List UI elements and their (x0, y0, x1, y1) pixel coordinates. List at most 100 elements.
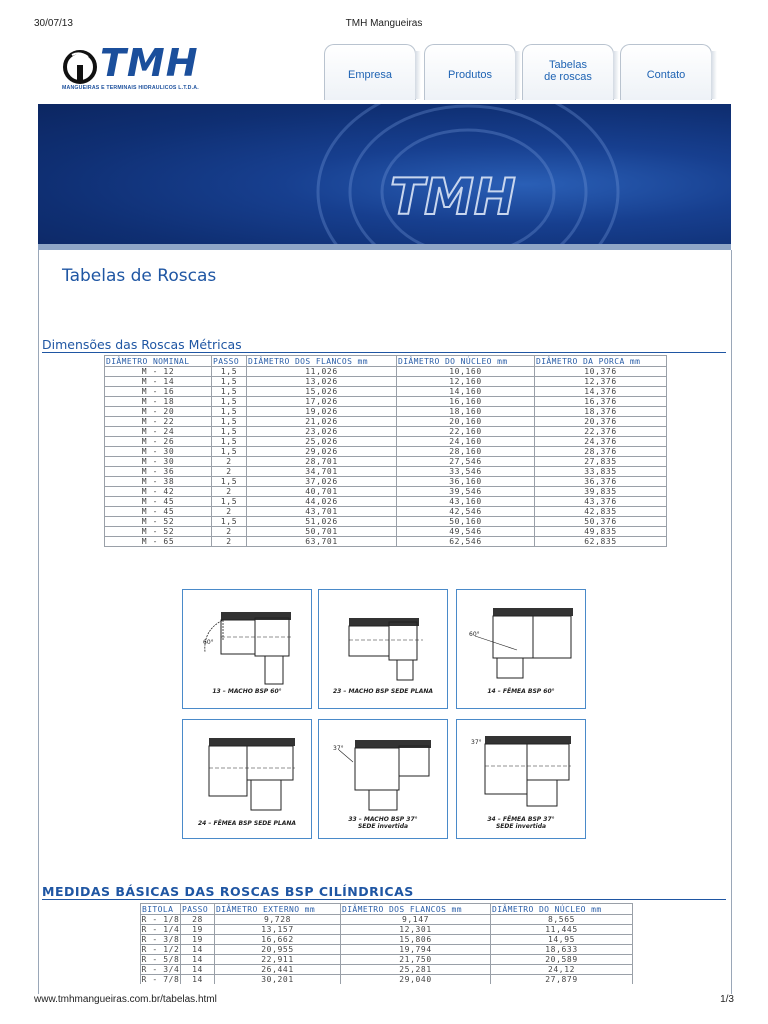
content-frame (38, 250, 732, 994)
print-url: www.tmhmangueiras.com.br/tabelas.html (34, 994, 217, 1005)
print-date: 30/07/13 (34, 18, 73, 29)
table-header-cell: DIÂMETRO DO NÚCLEO mm (396, 355, 535, 367)
figure-femea-bsp-37: 37° 34 – FÊMEA BSP 37° SEDE invertida (456, 719, 586, 839)
table-header-cell: DIÂMETRO DA PORCA mm (534, 355, 667, 367)
nav-tab-contato[interactable]: Contato (620, 44, 717, 100)
figure-caption: 34 – FÊMEA BSP 37° SEDE invertida (487, 816, 555, 830)
figure-femea-bsp-60: 60° 14 – FÊMEA BSP 60° (456, 589, 586, 709)
table-cell: 27,835 (534, 456, 667, 467)
table-cell: M - 45 (104, 496, 212, 507)
table-cell: 22,376 (534, 426, 667, 437)
table-cell: 1,5 (211, 426, 247, 437)
table-cell: 1,5 (211, 516, 247, 527)
bsp-section-title: MEDIDAS BÁSICAS DAS ROSCAS BSP CILÍNDRIC… (42, 884, 726, 900)
print-title: TMH Mangueiras (345, 18, 423, 29)
table-cell: 1,5 (211, 366, 247, 377)
table-cell: 14,376 (534, 386, 667, 397)
table-cell: M - 30 (104, 446, 212, 457)
table-cell: R - 3/8 (140, 934, 181, 945)
table-cell: 43,701 (246, 506, 397, 517)
table-cell: 37,026 (246, 476, 397, 487)
table-cell: 1,5 (211, 406, 247, 417)
table-cell: 27,879 (490, 974, 633, 985)
table-cell: 34,701 (246, 466, 397, 477)
table-cell: 16,376 (534, 396, 667, 407)
table-cell: 26,441 (214, 964, 341, 975)
table-cell: M - 38 (104, 476, 212, 487)
table-cell: 14 (180, 974, 215, 985)
table-cell: 29,040 (340, 974, 491, 985)
print-footer: www.tmhmangueiras.com.br/tabelas.html 1/… (0, 994, 768, 1008)
table-cell: R - 7/8 (140, 974, 181, 985)
table-cell: R - 3/4 (140, 964, 181, 975)
table-cell: 50,160 (396, 516, 535, 527)
table-cell: 20,376 (534, 416, 667, 427)
table-cell: 25,026 (246, 436, 397, 447)
table-cell: 15,806 (340, 934, 491, 945)
nav-tab-produtos[interactable]: Produtos (424, 44, 521, 100)
table-cell: 44,026 (246, 496, 397, 507)
table-header-cell: DIÂMETRO EXTERNO mm (214, 903, 341, 915)
table-cell: R - 1/8 (140, 914, 181, 925)
table-cell: 12,376 (534, 376, 667, 387)
table-cell: M - 42 (104, 486, 212, 497)
figure-angle: 60° (203, 639, 214, 646)
figure-femea-bsp-sede-plana: 24 – FÊMEA BSP SEDE PLANA (182, 719, 312, 839)
figure-angle: 37° (333, 745, 344, 752)
table-cell: 1,5 (211, 416, 247, 427)
hero-banner: TMH (38, 104, 731, 250)
table-cell: 15,026 (246, 386, 397, 397)
table-cell: 10,160 (396, 366, 535, 377)
table-header-cell: DIÂMETRO DO NÚCLEO mm (490, 903, 633, 915)
table-cell: 18,160 (396, 406, 535, 417)
table-cell: 2 (211, 506, 247, 517)
table-header-cell: DIÂMETRO DOS FLANCOS mm (340, 903, 491, 915)
print-page-number: 1/3 (720, 994, 734, 1005)
nav-tab-tabelas[interactable]: Tabelas de roscas (522, 44, 619, 100)
table-cell: M - 14 (104, 376, 212, 387)
table-cell: M - 20 (104, 406, 212, 417)
table-header-cell: DIÂMETRO DOS FLANCOS mm (246, 355, 397, 367)
fitting-drawing-icon: 60° (469, 608, 573, 679)
figure-caption: 33 – MACHO BSP 37° SEDE invertida (348, 816, 418, 830)
fitting-drawing-icon: 37° (333, 740, 431, 811)
table-cell: 1,5 (211, 496, 247, 507)
logo-subtitle: MANGUEIRAS E TERMINAIS HIDRAULICOS L.T.D… (62, 85, 199, 91)
nav-tab-empresa[interactable]: Empresa (324, 44, 421, 100)
table-cell: 20,160 (396, 416, 535, 427)
fitting-drawing-icon (208, 738, 295, 811)
figure-angle: 60° (469, 631, 480, 638)
table-header-cell: DIÂMETRO NOMINAL (104, 355, 212, 367)
table-cell: R - 5/8 (140, 954, 181, 965)
table-cell: 39,835 (534, 486, 667, 497)
page-title: Tabelas de Roscas (62, 266, 217, 286)
table-cell: 28,376 (534, 446, 667, 457)
table-cell: 9,728 (214, 914, 341, 925)
table-cell: 63,701 (246, 536, 397, 547)
table-cell: M - 45 (104, 506, 212, 517)
figure-angle: 37° (471, 739, 482, 746)
logo-text: TMH (100, 41, 199, 85)
figure-caption: 24 – FÊMEA BSP SEDE PLANA (197, 820, 297, 827)
table-cell: 2 (211, 486, 247, 497)
table-cell: 28,701 (246, 456, 397, 467)
site-logo[interactable]: TMH MANGUEIRAS E TERMINAIS HIDRAULICOS L… (60, 41, 232, 101)
table-cell: 50,701 (246, 526, 397, 537)
table-cell: 12,160 (396, 376, 535, 387)
metric-section-title: Dimensões das Roscas Métricas (42, 337, 726, 353)
table-cell: 33,835 (534, 466, 667, 477)
table-cell: 12,301 (340, 924, 491, 935)
table-cell: 1,5 (211, 446, 247, 457)
